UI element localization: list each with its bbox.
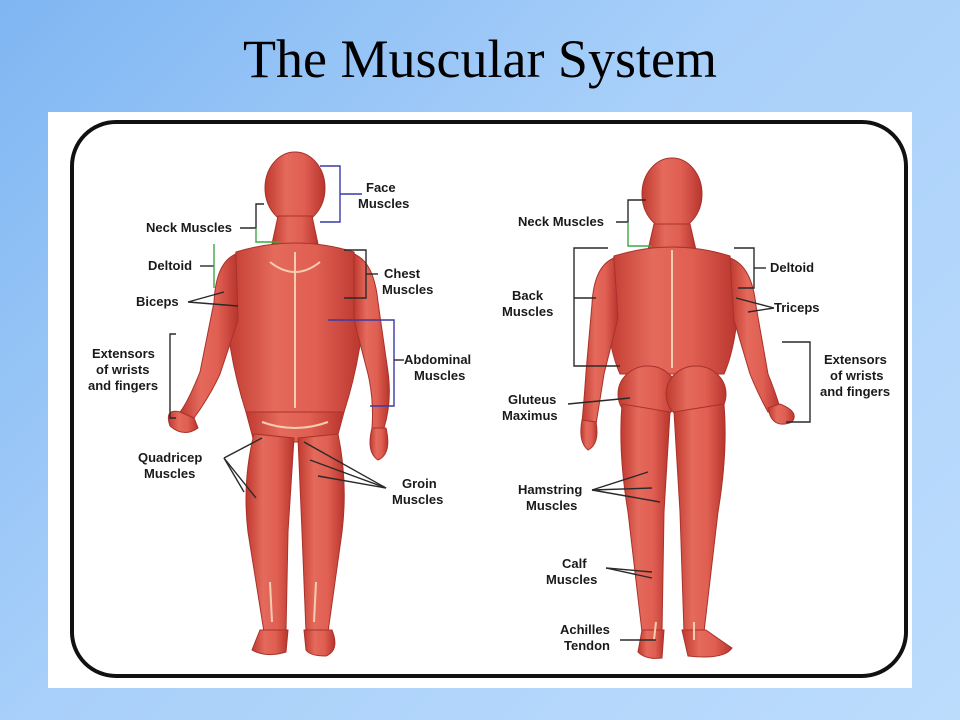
front-leader-lines [169, 165, 404, 499]
diagram-svg: Face Muscles Neck Muscles Deltoid Chest … [70, 120, 908, 678]
label-face-line2: Muscles [358, 196, 409, 211]
muscular-system-diagram: Face Muscles Neck Muscles Deltoid Chest … [48, 112, 912, 688]
label-abdominal-line2: Muscles [414, 368, 465, 383]
front-tendon-lines [261, 252, 329, 623]
label-biceps: Biceps [136, 294, 179, 309]
label-neck-muscles-back: Neck Muscles [518, 214, 604, 229]
label-chest-line1: Chest [384, 266, 421, 281]
label-extensors-front-line3: and fingers [88, 378, 158, 393]
label-deltoid-front: Deltoid [148, 258, 192, 273]
label-calf-line2: Muscles [546, 572, 597, 587]
back-tendon-lines [653, 250, 695, 641]
label-achilles-line1: Achilles [560, 622, 610, 637]
label-gluteus-line1: Gluteus [508, 392, 556, 407]
label-hamstring-line1: Hamstring [518, 482, 582, 497]
label-extensors-back-line3: and fingers [820, 384, 890, 399]
label-quadricep-line1: Quadricep [138, 450, 202, 465]
back-labels: Neck Muscles Deltoid Back Muscles Tricep… [502, 214, 890, 653]
label-extensors-front-line1: Extensors [92, 346, 155, 361]
label-extensors-back-line1: Extensors [824, 352, 887, 367]
label-abdominal-line1: Abdominal [404, 352, 471, 367]
label-hamstring-line2: Muscles [526, 498, 577, 513]
label-triceps: Triceps [774, 300, 820, 315]
front-labels: Face Muscles Neck Muscles Deltoid Chest … [88, 180, 471, 507]
label-groin-line2: Muscles [392, 492, 443, 507]
label-achilles-line2: Tendon [564, 638, 610, 653]
slide-title: The Muscular System [243, 29, 717, 89]
label-back-line1: Back [512, 288, 544, 303]
back-leader-lines [567, 199, 811, 641]
label-gluteus-line2: Maximus [502, 408, 558, 423]
label-groin-line1: Groin [402, 476, 437, 491]
label-chest-line2: Muscles [382, 282, 433, 297]
label-face-line1: Face [366, 180, 396, 195]
label-calf-line1: Calf [562, 556, 587, 571]
label-back-line2: Muscles [502, 304, 553, 319]
label-quadricep-line2: Muscles [144, 466, 195, 481]
label-neck-muscles-front: Neck Muscles [146, 220, 232, 235]
label-extensors-back-line2: of wrists [830, 368, 883, 383]
label-extensors-front-line2: of wrists [96, 362, 149, 377]
label-deltoid-back: Deltoid [770, 260, 814, 275]
